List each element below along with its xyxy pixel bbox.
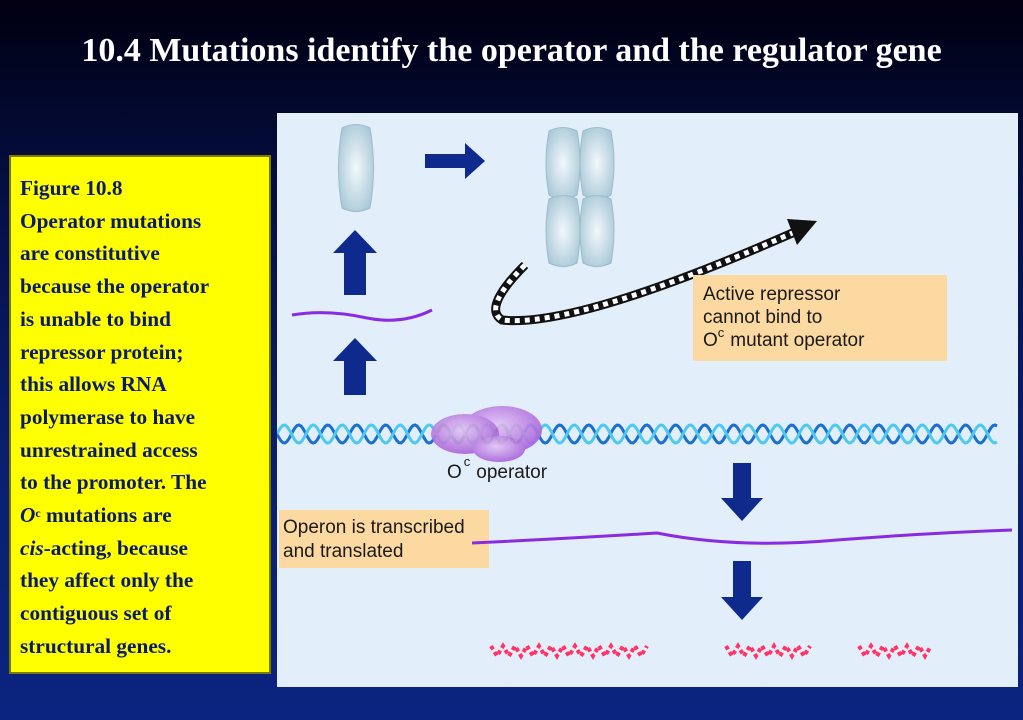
repressor-mrna — [291, 308, 433, 322]
operon-label-line: Operon is transcribed — [283, 517, 465, 538]
operon-label-line: and translated — [283, 541, 403, 562]
cis-word: cis — [20, 535, 44, 560]
caption-line: they affect only the — [20, 568, 194, 593]
dna-double-helix — [277, 423, 998, 445]
o-letter: O — [447, 462, 462, 483]
caption-line: unrestrained access — [20, 437, 198, 462]
repressor-label-line: cannot bind to — [703, 307, 822, 328]
caption-line: Operator mutations — [20, 208, 202, 233]
operon-mrna — [471, 528, 1013, 545]
up-arrow-icon — [333, 338, 377, 395]
caption-line: is unable to bind — [20, 306, 171, 331]
caption-line: cis-acting, because — [20, 532, 257, 565]
caption-line-rest: -acting, because — [43, 535, 188, 560]
right-arrow-icon — [425, 143, 485, 179]
down-arrow-icon — [721, 463, 763, 521]
caption-line-rest: mutations are — [40, 503, 172, 528]
repressor-label-line: Oc mutant operator — [703, 325, 865, 351]
o-superscript: c — [464, 454, 471, 469]
protein-chain — [724, 642, 812, 660]
protein-chain — [857, 642, 933, 660]
repressor-label-line: Active repressor — [703, 284, 841, 305]
operator-label-text: operator — [476, 462, 547, 483]
repressor-label-rest: mutant operator — [730, 330, 865, 351]
slide-title: 10.4 Mutations identify the operator and… — [81, 32, 942, 69]
repressor-tetramer — [545, 127, 615, 267]
figure-caption-box: Figure 10.8 Operator mutations are const… — [9, 155, 271, 674]
caption-line: to the promoter. The — [20, 470, 207, 495]
caption-line: repressor protein; — [20, 339, 184, 364]
down-arrow-icon — [721, 561, 763, 620]
arrowhead-icon — [787, 219, 817, 245]
caption-line: polymerase to have — [20, 404, 196, 429]
o-superscript: c — [718, 325, 725, 340]
figure-label: Figure 10.8 — [20, 176, 123, 200]
operon-label-box — [279, 510, 489, 568]
o-superscript: c — [35, 506, 41, 521]
caption-line: this allows RNA — [20, 372, 167, 397]
o-letter: O — [703, 330, 718, 351]
operator-label: Oc operator — [447, 454, 548, 483]
caption-line: because the operator — [20, 274, 210, 299]
caption-line: structural genes. — [20, 633, 172, 658]
caption-line: Oc mutations are — [20, 499, 257, 532]
protein-chain — [489, 642, 649, 660]
up-arrow-icon — [333, 230, 377, 295]
repressor-monomer — [338, 124, 374, 212]
caption-line: contiguous set of — [20, 601, 172, 626]
rna-polymerase — [431, 406, 542, 462]
repressor-label-box — [693, 275, 947, 361]
o-letter: O — [20, 503, 36, 528]
caption-line: are constitutive — [20, 241, 160, 266]
